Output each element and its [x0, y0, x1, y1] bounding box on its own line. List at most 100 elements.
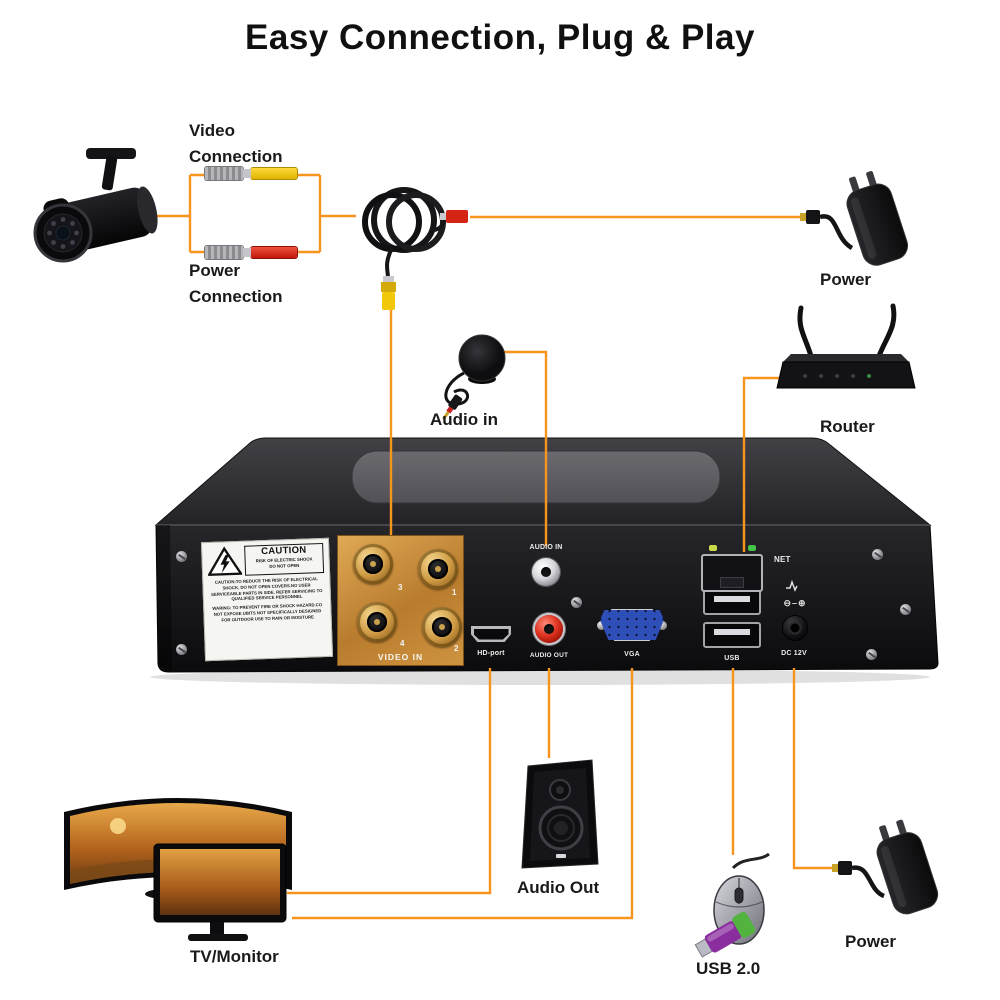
cable-red-connector-icon	[446, 210, 468, 223]
mic-puck	[458, 334, 506, 382]
bnc-connector-icon	[353, 544, 393, 584]
speaker-icon	[521, 759, 599, 869]
connector-tip	[440, 213, 447, 220]
ethernet-port-icon	[701, 545, 763, 595]
dvr-top-inset	[351, 450, 721, 504]
vga-screw	[658, 621, 667, 630]
adapter-cable	[819, 214, 854, 250]
tv-monitor-icon	[64, 798, 292, 941]
audio-in-label: Audio in	[430, 410, 498, 429]
bnc-number: 4	[400, 639, 405, 648]
router-lights	[803, 374, 871, 378]
power-connector-gray-icon	[205, 246, 243, 259]
vga-screw	[597, 621, 606, 630]
cable-pigtail-down	[385, 247, 394, 279]
tv-monitor-label: TV/Monitor	[190, 947, 279, 966]
ethernet-led-green	[748, 545, 756, 551]
adapter-cable	[851, 865, 886, 899]
caution-body-2: WARING: TO PREVENT FIRE OR SHOCK HAZARD.…	[212, 602, 323, 623]
camera-bracket-arm	[101, 155, 118, 191]
ethernet-socket	[701, 554, 763, 592]
connector-tip	[243, 169, 251, 178]
barrel-plug-tip	[832, 864, 838, 872]
monitor-screen	[160, 849, 280, 915]
video-in-plate: 3 1 4 2 VIDEO IN	[337, 535, 464, 666]
panel-screw-icon	[176, 551, 187, 562]
video-connection-label: Video Connection	[189, 121, 283, 166]
mouse-scroll-wheel	[734, 887, 744, 904]
audio-out-label: Audio Out	[517, 878, 600, 897]
panel-screw-icon	[176, 644, 187, 655]
panel-screw-icon	[872, 549, 883, 560]
audio-out-port-label: AUDIO OUT	[529, 652, 569, 659]
panel-symbol-icon	[786, 579, 798, 592]
page-title: Easy Connection, Plug & Play	[245, 18, 755, 57]
dc-jack-icon	[783, 616, 807, 640]
hdmi-opening	[473, 628, 509, 640]
barrel-plug-tip	[800, 213, 806, 221]
hd-port-label: HD-port	[477, 650, 505, 657]
power-bottom-label: Power	[845, 932, 897, 951]
router-antenna	[876, 303, 897, 359]
mic-jack	[442, 394, 463, 421]
vga-label: VGA	[624, 651, 640, 658]
caution-sticker: CAUTION RISK OF ELECTRIC SHOCK DO NOT OP…	[200, 537, 334, 662]
adapter-body	[846, 171, 909, 266]
router-label: Router	[820, 417, 875, 436]
camera-bracket	[86, 148, 136, 159]
camera-lens	[55, 225, 71, 241]
usb-ports-icon	[703, 589, 761, 648]
usb-tongue	[714, 629, 750, 635]
power-connector-red-icon	[243, 247, 297, 258]
dvr-left-edge	[156, 525, 172, 671]
usb-stick-body	[704, 921, 742, 953]
router-front	[776, 361, 916, 389]
ethernet-notch	[720, 577, 744, 588]
cable-coil-icon	[362, 187, 468, 310]
usb-stick-icon	[694, 911, 756, 958]
ethernet-led-yellow	[709, 545, 717, 551]
caution-header: CAUTION RISK OF ELECTRIC SHOCK DO NOT OP…	[207, 543, 325, 577]
power-connection-label: Power Connection	[189, 261, 283, 306]
usb-port-icon	[703, 622, 761, 648]
caution-title-box: CAUTION RISK OF ELECTRIC SHOCK DO NOT OP…	[244, 543, 325, 576]
router-top	[783, 354, 909, 362]
power-top-label: Power	[820, 270, 872, 289]
cable-yellow-connector-icon	[382, 292, 395, 310]
video-connector-gray-icon	[205, 167, 243, 180]
ir-led-ring	[47, 217, 79, 249]
audio-out-rca-icon	[535, 615, 563, 643]
panel-screw-icon	[571, 597, 582, 608]
hdmi-port-icon	[471, 626, 511, 642]
router-icon	[776, 303, 916, 389]
connector-tip	[383, 276, 394, 282]
net-label: NET	[774, 555, 791, 564]
bnc-pin	[435, 566, 441, 572]
mouse-cable	[731, 852, 770, 870]
power-adapter-top-icon	[800, 171, 909, 266]
security-camera-icon	[33, 148, 158, 263]
bnc-number: 2	[454, 644, 459, 653]
line-hd-port-to-tv	[287, 668, 492, 895]
vga-socket	[600, 610, 664, 640]
panel-screw-icon	[866, 649, 877, 660]
usb-tongue	[714, 596, 750, 602]
barrel-plug	[806, 210, 820, 224]
speaker-logo	[556, 854, 566, 858]
audio-in-port-label: AUDIO IN	[529, 544, 563, 551]
video-in-label: VIDEO IN	[377, 652, 424, 662]
usb-port-label: USB	[724, 655, 740, 662]
usb-label: USB 2.0	[696, 959, 761, 978]
bnc-number: 3	[398, 583, 403, 592]
power-adapter-bottom-icon	[832, 819, 939, 915]
bnc-pin	[374, 619, 380, 625]
monitor-stand	[210, 922, 224, 934]
caution-body-1: CAUTION:TO REDUCE THE RISK OF ELECTRICAL…	[210, 576, 323, 602]
dc-polarity-symbol: ⊖–⊕	[783, 598, 807, 608]
bnc-number: 1	[452, 588, 457, 597]
rca-hole	[541, 567, 551, 577]
bnc-connector-icon	[418, 549, 458, 589]
dc-jack-hole	[790, 623, 800, 633]
bnc-connector-icon	[422, 607, 462, 647]
